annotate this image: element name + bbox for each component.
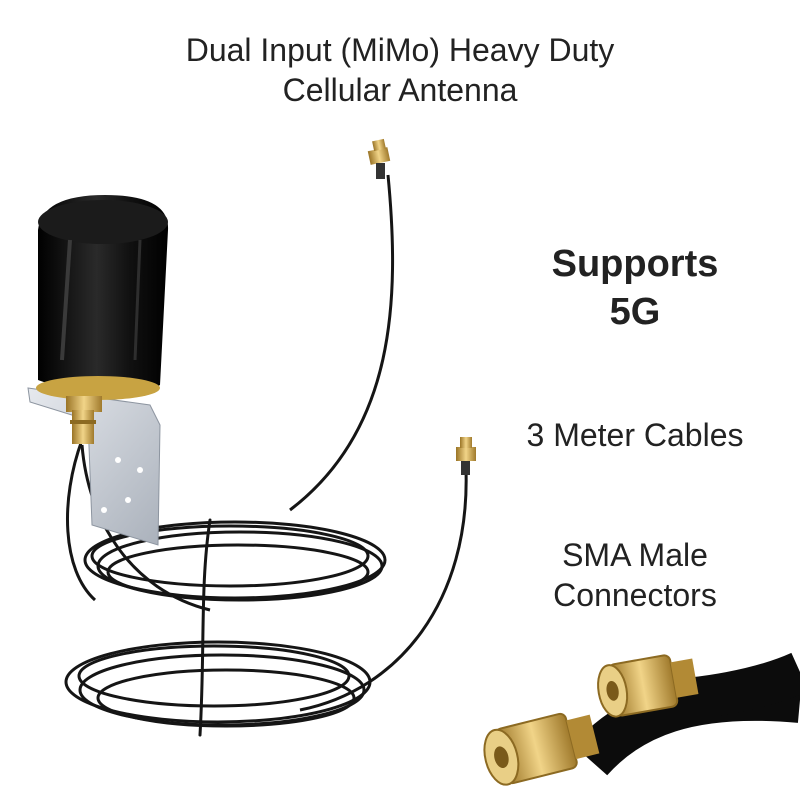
feature-supports-5g: Supports 5G: [480, 240, 790, 336]
supports-line-1: Supports: [551, 243, 719, 285]
sma-connector-closeup: [483, 652, 800, 786]
feature-cable-length: 3 Meter Cables: [526, 417, 744, 453]
antenna-base-connector: [66, 396, 102, 444]
antenna-body: [36, 195, 169, 400]
title-line-1: Dual Input (MiMo) Heavy Duty: [185, 32, 615, 68]
sma-tip-lower: [456, 437, 476, 475]
supports-line-2: 5G: [609, 291, 661, 333]
feature-sma-connectors: SMA Male Connectors: [480, 535, 790, 615]
mounting-bracket: [27, 387, 161, 546]
title-line-2: Cellular Antenna: [282, 72, 518, 108]
sma-line-2: Connectors: [553, 577, 717, 613]
sma-tip-upper: [367, 138, 391, 179]
cable-coil: [64, 518, 387, 737]
product-title: Dual Input (MiMo) Heavy Duty Cellular An…: [0, 30, 800, 110]
sma-line-1: SMA Male: [562, 537, 708, 573]
cable-leads: [65, 174, 468, 712]
